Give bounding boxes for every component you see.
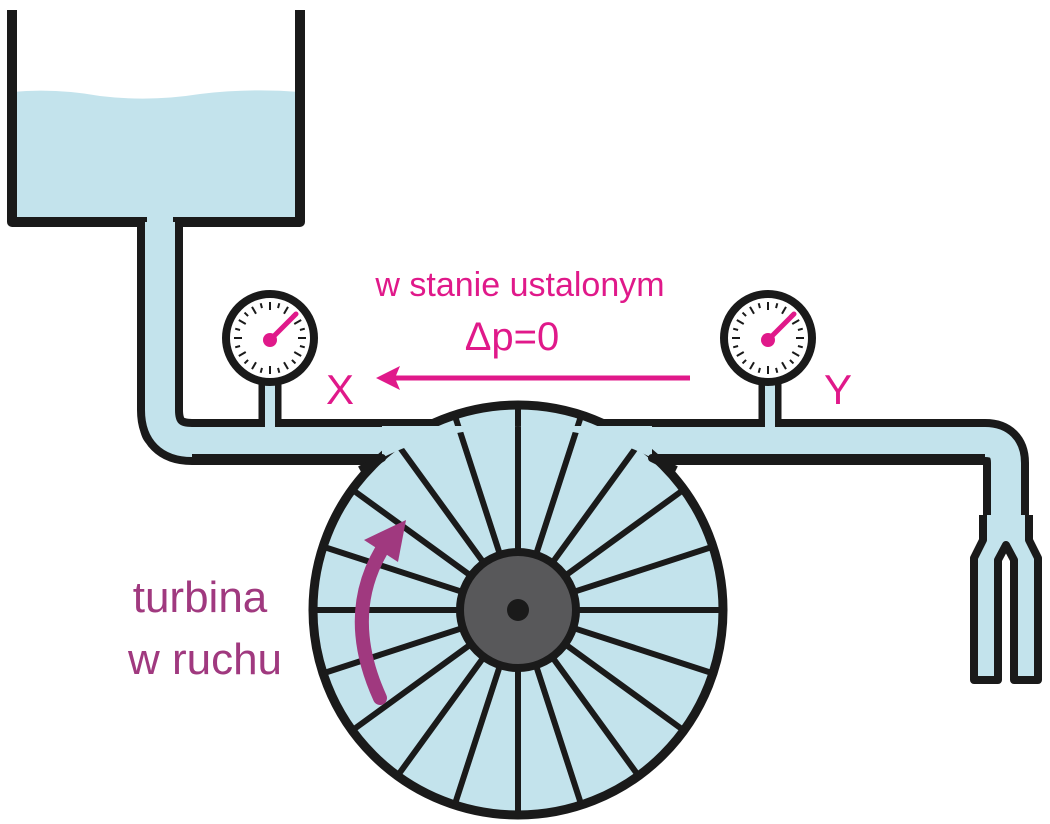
gauge-tick bbox=[797, 327, 804, 331]
rotation-arrow-shaft bbox=[354, 533, 395, 705]
rotation-arrow-head-icon bbox=[364, 520, 406, 562]
reservoir-water bbox=[12, 90, 300, 223]
turbine-blade bbox=[322, 625, 464, 677]
state-label: w stanie ustalonym bbox=[374, 266, 664, 304]
turbine-blade bbox=[533, 664, 585, 806]
gauge-x-ticks bbox=[234, 302, 306, 374]
gauge-tick bbox=[283, 361, 289, 370]
gauge-tick bbox=[291, 359, 297, 365]
flow-arrow-head-icon bbox=[376, 366, 400, 390]
gauge-tick bbox=[283, 306, 289, 315]
turbine-blade bbox=[451, 664, 503, 806]
junction-left-lip bbox=[192, 454, 386, 474]
junction-water bbox=[382, 426, 652, 458]
gauge-tick bbox=[775, 302, 779, 309]
gauge-y-pivot bbox=[761, 333, 775, 347]
gauge-tick bbox=[259, 302, 263, 309]
turbine-blade bbox=[395, 442, 487, 565]
gauge-tick bbox=[757, 302, 761, 309]
gauge-tick bbox=[259, 367, 263, 374]
gauge-x-stem-water bbox=[265, 372, 275, 428]
gauge-tick bbox=[741, 359, 747, 365]
turbine-label-line2: w ruchu bbox=[127, 635, 282, 684]
tank-pipe-joint bbox=[147, 214, 173, 230]
gauge-tick bbox=[736, 319, 745, 325]
gauge-y-stem-water bbox=[765, 372, 775, 428]
turbine-blades bbox=[313, 405, 723, 815]
gauge-y-label: Y bbox=[824, 366, 852, 413]
turbine-blade bbox=[563, 487, 686, 579]
gauge-tick bbox=[736, 351, 745, 357]
gauge-tick bbox=[741, 311, 747, 317]
gauge-tick bbox=[781, 361, 787, 370]
turbine-blade bbox=[549, 442, 641, 565]
gauge-x bbox=[222, 290, 318, 428]
turbine-blade bbox=[533, 414, 585, 556]
turbine-blade bbox=[395, 655, 487, 778]
gauge-tick bbox=[277, 367, 281, 374]
reservoir-tank bbox=[7, 10, 305, 227]
gauge-tick bbox=[251, 361, 257, 370]
gauge-y-ticks bbox=[732, 302, 804, 374]
gauge-tick bbox=[757, 367, 761, 374]
gauge-tick bbox=[243, 359, 249, 365]
turbine-blade bbox=[549, 655, 641, 778]
gauge-tick bbox=[293, 351, 302, 357]
gauge-tick bbox=[277, 302, 281, 309]
turbine-blade bbox=[572, 625, 714, 677]
delta-p-label: Δp=0 bbox=[465, 315, 560, 359]
gauge-tick bbox=[791, 351, 800, 357]
turbine-blade bbox=[451, 414, 503, 556]
gauge-tick bbox=[732, 327, 739, 331]
gauge-tick bbox=[293, 319, 302, 325]
turbine-blade bbox=[572, 543, 714, 595]
gauge-x-label: X bbox=[326, 366, 354, 413]
gauge-tick bbox=[299, 327, 306, 331]
turbine-axle bbox=[507, 599, 529, 621]
gauge-tick bbox=[299, 345, 306, 349]
junction-right-lip bbox=[648, 454, 985, 474]
gauge-tick bbox=[749, 361, 755, 370]
turbine-blade bbox=[563, 641, 686, 733]
gauge-tick bbox=[243, 311, 249, 317]
rotation-arrow bbox=[354, 520, 406, 705]
flow-arrow bbox=[376, 366, 690, 390]
gauge-tick bbox=[781, 306, 787, 315]
outlet-nozzle bbox=[970, 515, 1042, 684]
gauge-tick bbox=[791, 319, 800, 325]
gauge-tick bbox=[251, 306, 257, 315]
gauge-y bbox=[720, 290, 816, 428]
turbine-blade bbox=[322, 543, 464, 595]
turbine-blade bbox=[350, 487, 473, 579]
gauge-tick bbox=[775, 367, 779, 374]
gauge-tick bbox=[238, 351, 247, 357]
gauge-x-pivot bbox=[263, 333, 277, 347]
gauge-tick bbox=[789, 359, 795, 365]
pipe-turbine-junction bbox=[192, 426, 985, 474]
gauge-tick bbox=[732, 345, 739, 349]
gauge-tick bbox=[749, 306, 755, 315]
gauge-tick bbox=[234, 327, 241, 331]
gauge-tick bbox=[238, 319, 247, 325]
turbine-label-line1: turbina bbox=[133, 573, 268, 622]
gauge-tick bbox=[234, 345, 241, 349]
gauge-tick bbox=[797, 345, 804, 349]
turbine bbox=[308, 400, 728, 820]
turbine-blade bbox=[350, 641, 473, 733]
